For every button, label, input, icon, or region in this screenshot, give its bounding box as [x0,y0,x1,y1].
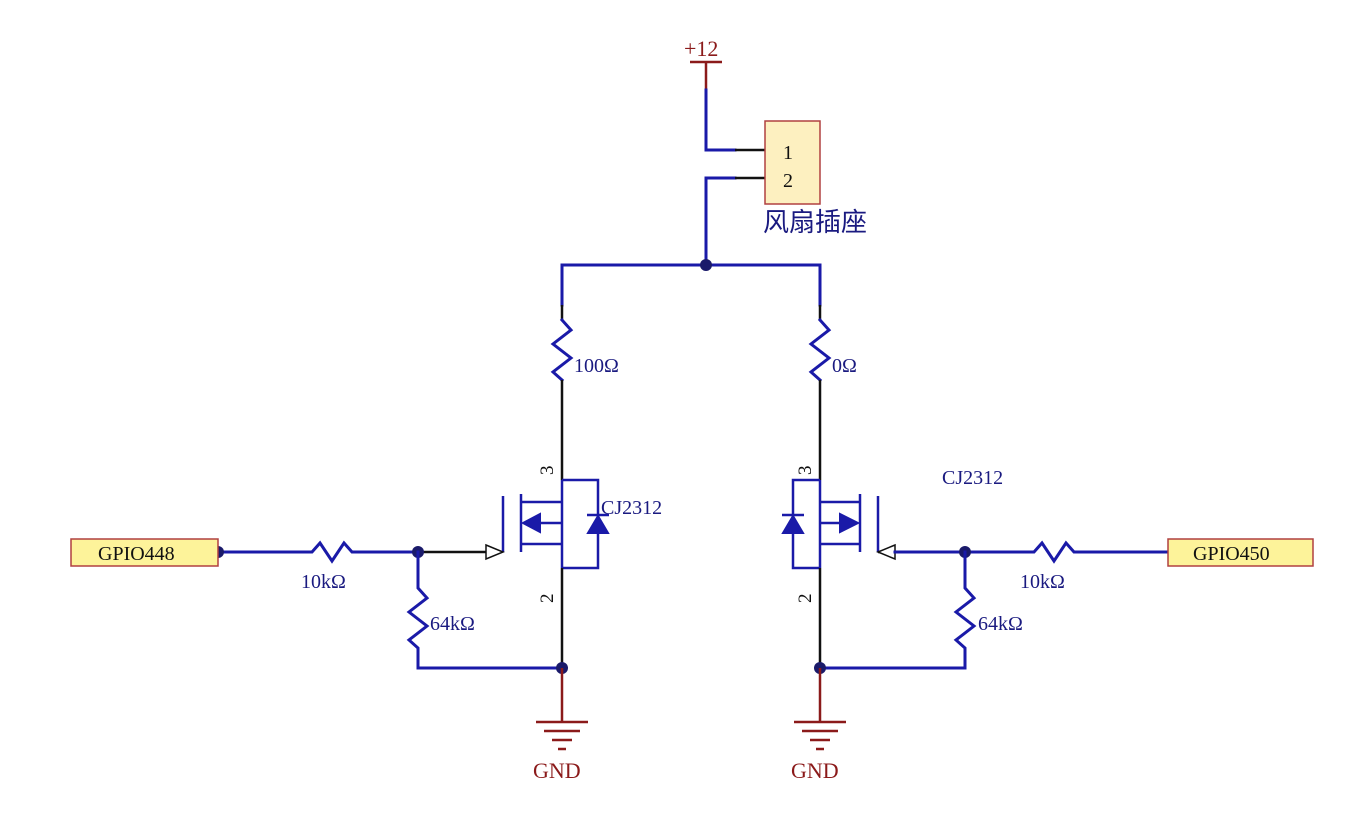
ground-left-label: GND [533,758,581,783]
gate-network-left: 10kΩ 64kΩ [212,540,568,674]
mosfet-left-pin-drain: 3 [537,466,558,476]
mosfet-right-pin-drain: 3 [795,466,816,476]
ground-symbol-right: GND [791,668,846,783]
mosfet-right-pin-source: 2 [795,594,816,604]
ground-symbol-left: GND [533,668,588,783]
mosfet-right: 3 2 CJ2312 [781,466,1003,665]
resistor-10k-left-label: 10kΩ [301,571,346,593]
connector-pin-1: 1 [783,142,793,164]
vcc-symbol: +12 [684,36,722,90]
junction-dot [700,259,712,271]
connector-label: 风扇插座 [763,208,867,238]
gate-network-right: 10kΩ 64kΩ [814,540,1170,674]
vcc-label: +12 [684,36,718,61]
ground-right-label: GND [791,758,839,783]
port-gpio448: GPIO448 [70,538,219,567]
resistor-0-ohm-label: 0Ω [832,355,857,377]
connector-pin-2: 2 [783,170,793,192]
mosfet-left-part: CJ2312 [601,497,662,519]
fan-connector: 1 2 风扇插座 [763,120,867,238]
resistor-0-ohm: 0Ω [808,305,857,480]
resistor-64k-left-label: 64kΩ [430,613,475,635]
mosfet-left: 3 2 CJ2312 [501,466,662,665]
resistor-10k-right-label: 10kΩ [1020,571,1065,593]
top-bus [560,259,822,307]
resistor-100-ohm: 100Ω [550,305,619,480]
mosfet-right-part: CJ2312 [942,467,1003,489]
port-gpio450-label: GPIO450 [1193,543,1270,565]
port-gpio450: GPIO450 [1167,538,1314,567]
connector-wires [704,88,765,267]
port-gpio448-label: GPIO448 [98,543,175,565]
mosfet-left-pin-source: 2 [537,594,558,604]
resistor-100-ohm-label: 100Ω [574,355,619,377]
resistor-64k-right-label: 64kΩ [978,613,1023,635]
